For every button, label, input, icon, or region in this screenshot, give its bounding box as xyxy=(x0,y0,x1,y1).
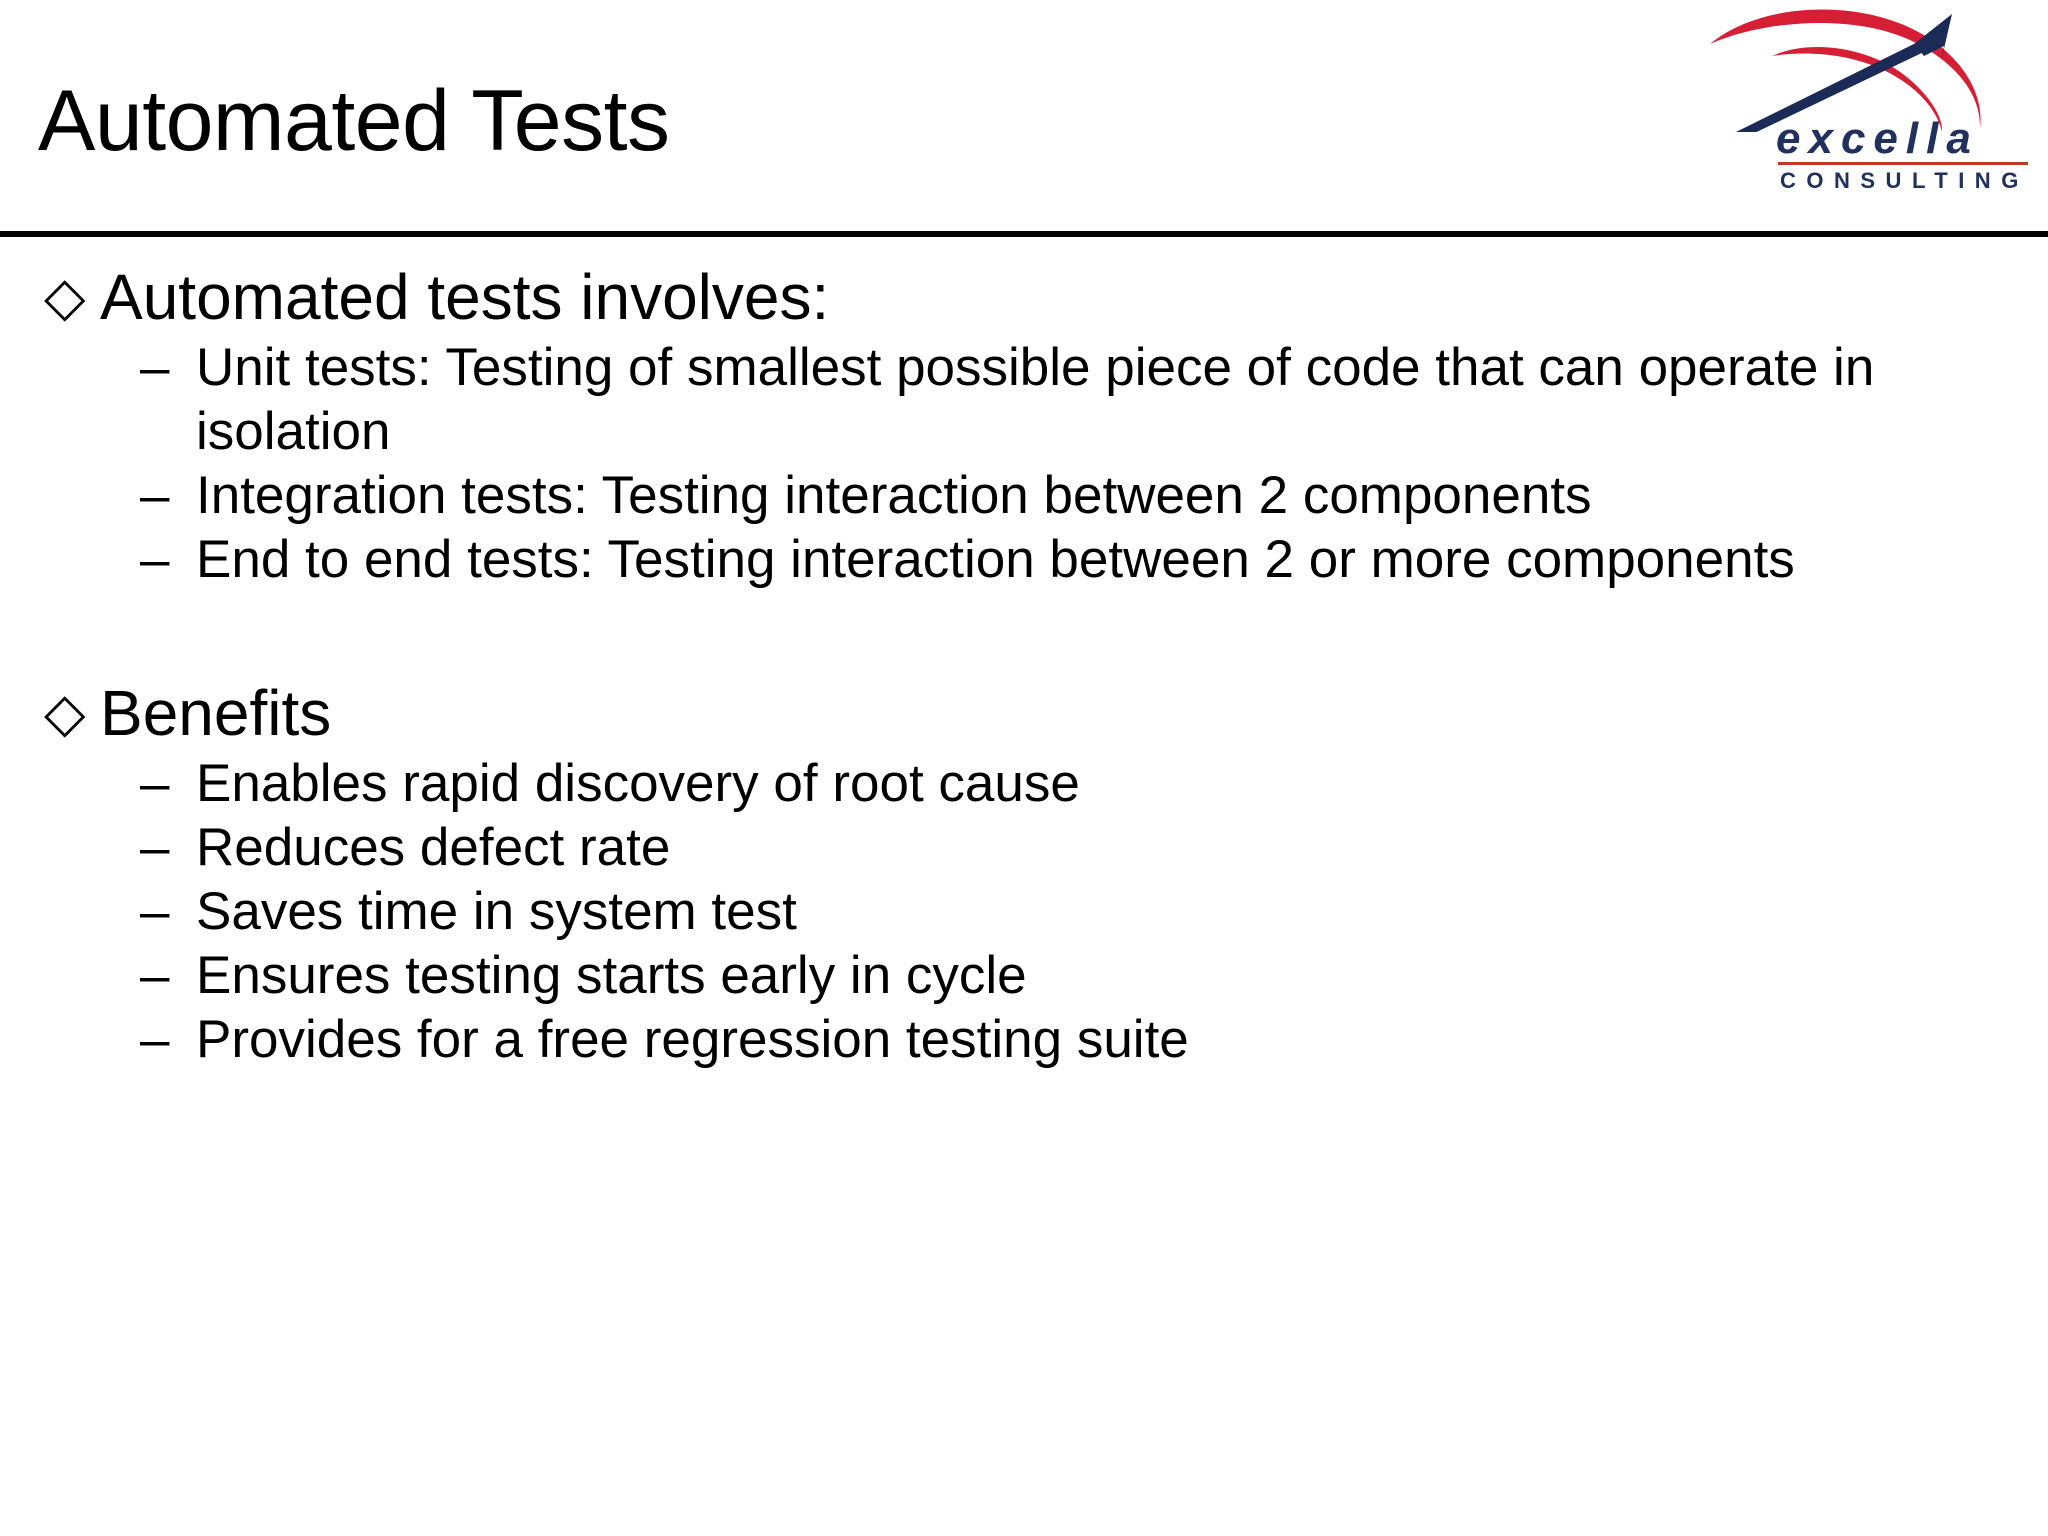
logo-divider xyxy=(1778,162,2028,165)
list-item-label: Ensures testing starts early in cycle xyxy=(196,946,1027,1005)
logo-wordmark: excella xyxy=(1776,114,1979,163)
content-group-automated-tests: ◇ Automated tests involves: – Unit tests… xyxy=(0,258,2048,592)
dash-bullet-icon: – xyxy=(140,338,170,397)
diamond-bullet-icon: ◇ xyxy=(44,267,86,327)
list-item-label: Unit tests: Testing of smallest possible… xyxy=(196,338,1875,461)
dash-bullet-icon: – xyxy=(140,818,170,877)
list-item-label: Provides for a free regression testing s… xyxy=(196,1010,1189,1069)
diamond-bullet-icon: ◇ xyxy=(44,683,86,743)
list-item: – Reduces defect rate xyxy=(0,816,2048,880)
bullet-heading-benefits: ◇ Benefits xyxy=(0,674,2048,752)
dash-bullet-icon: – xyxy=(140,754,170,813)
page-title: Automated Tests xyxy=(38,73,670,169)
slide-body: ◇ Automated tests involves: – Unit tests… xyxy=(0,236,2048,1536)
dash-bullet-icon: – xyxy=(140,530,170,589)
dash-bullet-icon: – xyxy=(140,882,170,941)
list-item-label: End to end tests: Testing interaction be… xyxy=(196,530,1795,589)
list-item: – Enables rapid discovery of root cause xyxy=(0,752,2048,816)
header-divider xyxy=(0,231,2048,237)
list-item-label: Reduces defect rate xyxy=(196,818,671,877)
bullet-heading-label: Benefits xyxy=(100,677,332,749)
list-item: – Provides for a free regression testing… xyxy=(0,1008,2048,1072)
excella-swoosh-arrow-icon xyxy=(1710,9,1981,132)
sub-bullet-list-benefits: – Enables rapid discovery of root cause … xyxy=(0,752,2048,1072)
list-item-label: Integration tests: Testing interaction b… xyxy=(196,466,1592,525)
logo-subtitle: CONSULTING xyxy=(1780,168,2029,193)
dash-bullet-icon: – xyxy=(140,466,170,525)
excella-logo: excella CONSULTING xyxy=(1700,4,2036,196)
list-item: – Integration tests: Testing interaction… xyxy=(0,464,2048,528)
list-item-label: Enables rapid discovery of root cause xyxy=(196,754,1080,813)
bullet-heading-label: Automated tests involves: xyxy=(100,261,830,333)
dash-bullet-icon: – xyxy=(140,946,170,1005)
list-item: – Unit tests: Testing of smallest possib… xyxy=(0,336,2048,464)
bullet-heading-automated-tests: ◇ Automated tests involves: xyxy=(0,258,2048,336)
sub-bullet-list-automated-tests: – Unit tests: Testing of smallest possib… xyxy=(0,336,2048,592)
content-group-benefits: ◇ Benefits – Enables rapid discovery of … xyxy=(0,674,2048,1072)
list-item: – Saves time in system test xyxy=(0,880,2048,944)
dash-bullet-icon: – xyxy=(140,1010,170,1069)
slide-header: Automated Tests excella CONSULTING xyxy=(0,0,2048,237)
list-item-label: Saves time in system test xyxy=(196,882,797,941)
list-item: – Ensures testing starts early in cycle xyxy=(0,944,2048,1008)
list-item: – End to end tests: Testing interaction … xyxy=(0,528,2048,592)
